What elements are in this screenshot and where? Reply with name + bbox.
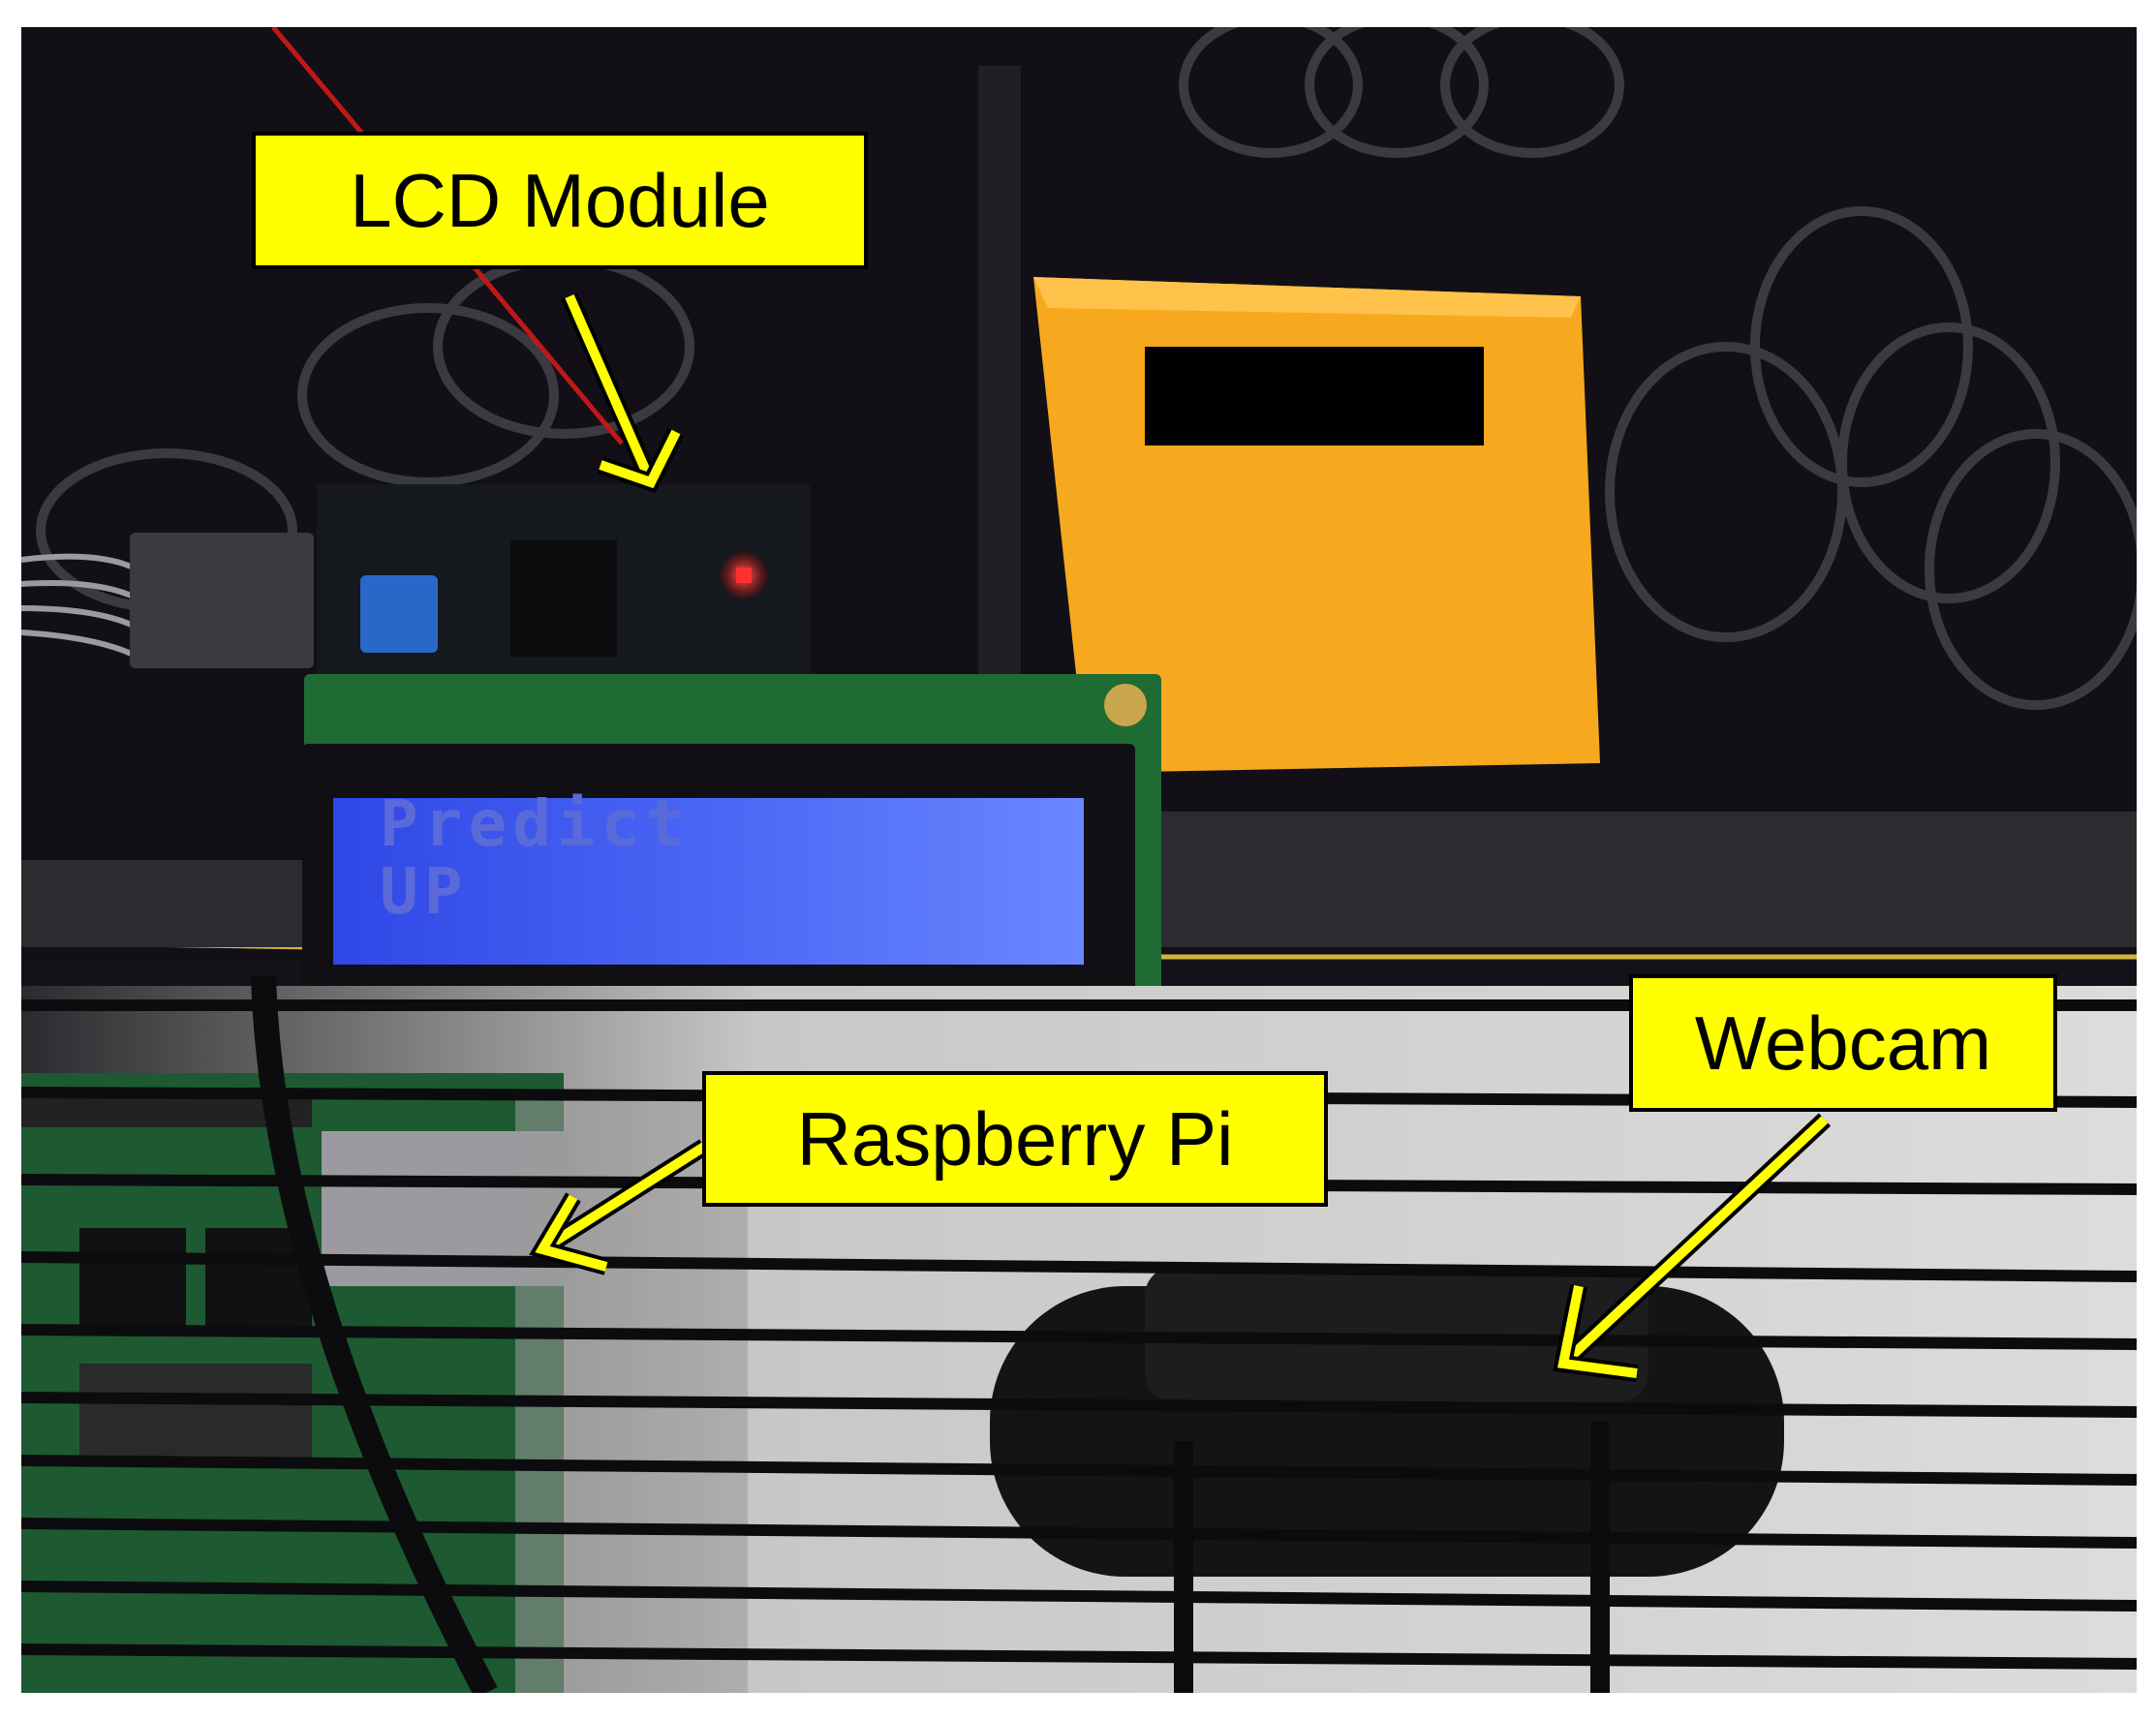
cable-tie (978, 66, 1021, 734)
lcd-module-label: LCD Module (252, 132, 868, 269)
lcd-text-line1: Predict (380, 786, 691, 861)
yellow-product-box (1033, 277, 1600, 773)
arrow-webcam (1553, 1113, 1832, 1382)
raspberry-pi-label: Raspberry Pi (702, 1071, 1328, 1207)
lcd-text-line2: UP (380, 854, 469, 929)
rack-curve (251, 975, 498, 1693)
shelf-rail (21, 812, 2137, 947)
jumper-wires (21, 553, 139, 660)
arrow-lcd (561, 292, 685, 494)
i2c-chip (510, 540, 617, 657)
redaction-bar (1145, 347, 1484, 445)
potentiometer (360, 575, 438, 653)
photo (21, 27, 2137, 1693)
photo-scene (21, 27, 2137, 1693)
webcam-label: Webcam (1629, 974, 2057, 1112)
arrow-raspberry-pi (529, 1139, 709, 1275)
lcd-screen (333, 798, 1084, 965)
dupont-connector (130, 533, 314, 668)
